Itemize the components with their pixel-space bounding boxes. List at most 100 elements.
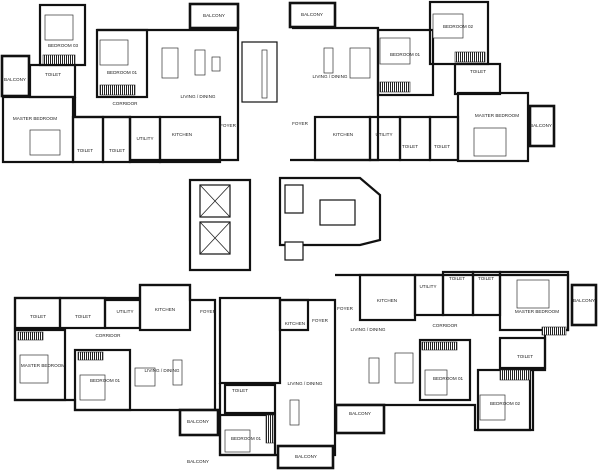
label-balcony: BALCONY [203,13,225,18]
label-bedroom-01: BEDROOM 01 [390,52,421,57]
wardrobe [379,81,411,93]
room-toilet [398,115,432,162]
shaft [284,241,304,261]
wardrobe [541,326,567,336]
label-foyer: FOYER [337,306,354,311]
label-living-dining: LIVING / DINING [288,381,323,386]
lift-cross [199,184,231,218]
dining-table [161,47,179,79]
balcony-left [0,54,31,98]
label-bedroom-03: BEDROOM 03 [48,43,79,48]
label-balcony: BALCONY [301,12,323,17]
balcony [178,408,220,437]
label-bedroom-01: BEDROOM 01 [231,436,262,441]
room-toilet [101,115,132,164]
label-toilet: TOILET [478,276,494,281]
label-foyer: FOYER [200,309,217,314]
label-living-dining: LIVING / DINING [313,74,348,79]
room-kitchen [278,298,310,332]
label-living-dining: LIVING / DINING [351,327,386,332]
dining-table [134,367,156,387]
label-bedroom-02: BEDROOM 02 [443,24,474,29]
unit-outline [13,283,217,412]
label-toilet: TOILET [449,276,465,281]
label-toilet: TOILET [470,69,486,74]
label-kitchen: KITCHEN [155,307,175,312]
label-toilet: TOILET [75,314,91,319]
room-utility [413,273,445,317]
label-living-dining: LIVING / DINING [145,368,180,373]
label-balcony: BALCONY [349,411,371,416]
bed [224,429,251,453]
label-balcony: BALCONY [187,419,209,424]
label-corridor: CORRIDOR [432,323,458,328]
unit-top-right: BALCONY BEDROOM 02 BEDROOM 01 LIVING / D… [288,0,556,163]
label-master-bedroom: MASTER BEDROOM [21,363,65,368]
room-bedroom-01 [376,28,435,97]
bed [516,279,550,309]
label-kitchen: KITCHEN [377,298,397,303]
room-master-bedroom [498,270,570,332]
wardrobe [99,84,136,96]
label-corridor: CORRIDOR [112,101,138,106]
room-master-bedroom [13,328,67,402]
table [211,56,221,72]
balcony [276,444,335,470]
label-master-bedroom: MASTER BEDROOM [515,309,559,314]
label-master-bedroom: MASTER BEDROOM [13,116,57,121]
stair-top [241,41,278,103]
dining-table [349,47,371,79]
wardrobe [265,414,275,444]
wardrobe [77,351,104,361]
room-bedroom-01 [418,338,472,402]
unit-top-left: BALCONY BEDROOM 03 BEDROOM 01 BALCONY TO… [0,2,240,164]
label-balcony: BALCONY [573,298,595,303]
room-toilet [428,115,460,162]
central-core [188,176,382,272]
label-toilet: TOILET [232,388,248,393]
staircase [319,199,356,226]
label-balcony: BALCONY [530,123,552,128]
label-bedroom-02: BEDROOM 02 [490,401,521,406]
label-utility: UTILITY [136,136,153,141]
room-toilet [58,296,107,330]
unit-bottom-middle: KITCHEN FOYER TOILET LIVING / DINING BED… [187,296,337,470]
shaft [284,184,304,214]
room-bedroom-01 [218,413,277,457]
bed [424,369,448,396]
label-toilet: TOILET [434,144,450,149]
label-balcony: BALCONY [295,454,317,459]
label-bedroom-01: BEDROOM 01 [107,70,138,75]
label-toilet: TOILET [517,354,533,359]
bed [19,354,49,384]
sofa [172,359,183,386]
sofa [323,47,334,74]
sofa [194,49,206,76]
room-utility [103,298,142,330]
bed [79,374,106,401]
balcony-right [570,283,598,327]
label-kitchen: KITCHEN [172,132,192,137]
wardrobe [42,54,76,66]
bed [44,14,74,41]
label-toilet: TOILET [45,72,61,77]
dining-table [394,352,414,384]
label-foyer: FOYER [292,121,309,126]
room-toilet [498,336,547,370]
room-kitchen [158,115,222,164]
room-bedroom-01 [73,348,132,412]
label-toilet: TOILET [30,314,46,319]
label-kitchen: KITCHEN [285,321,305,326]
sofa [368,357,380,384]
label-kitchen: KITCHEN [333,132,353,137]
label-balcony: BALCONY [4,77,26,82]
label-master-bedroom: MASTER BEDROOM [475,113,519,118]
label-balcony: BALCONY [187,459,209,464]
wardrobe [17,331,44,341]
label-utility: UTILITY [116,309,133,314]
lift-lobby [188,178,252,272]
label-toilet: TOILET [402,144,418,149]
label-living-dining: LIVING / DINING [181,94,216,99]
bed [479,394,506,421]
label-toilet: TOILET [77,148,93,153]
